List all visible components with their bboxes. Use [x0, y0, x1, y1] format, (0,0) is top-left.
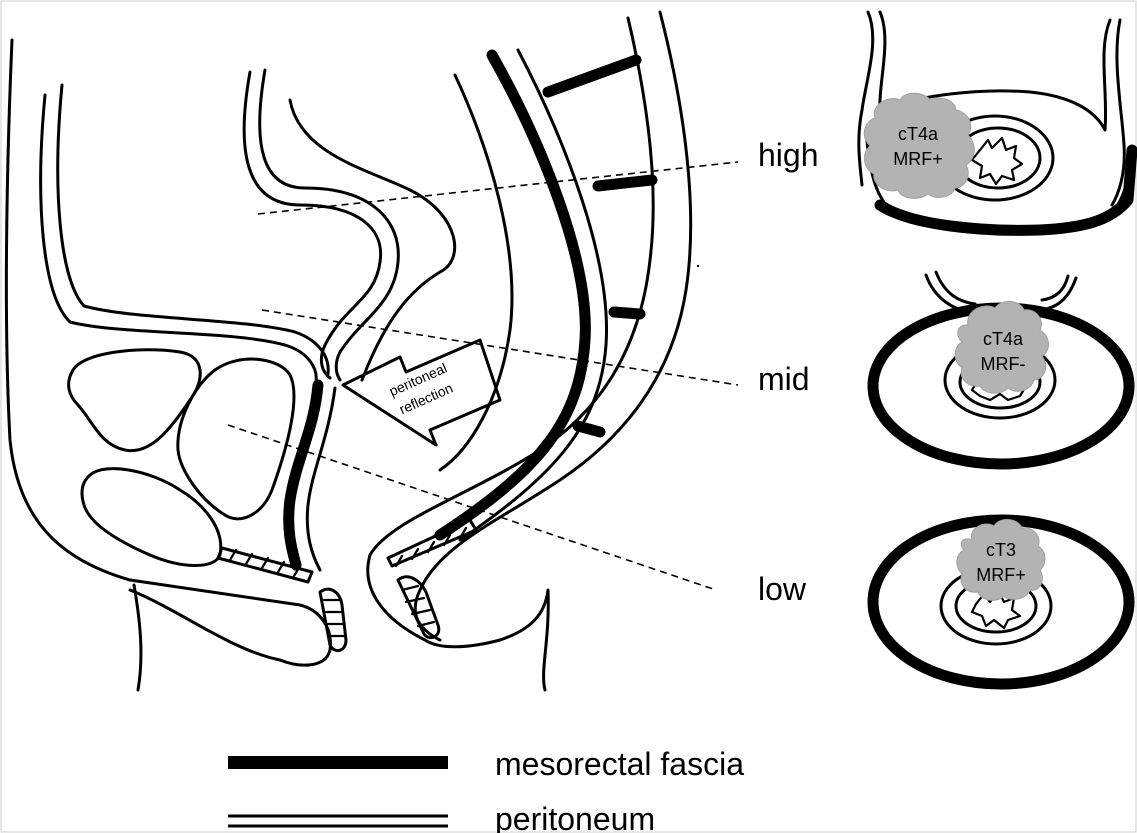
- rectum-outer: [244, 72, 380, 378]
- axial-high-mrf: MRF+: [893, 149, 943, 169]
- axial-mid-mrf: MRF-: [981, 354, 1026, 374]
- axial-mid-peritoneum-right: [1040, 276, 1076, 310]
- axial-high-tumor: [864, 93, 974, 198]
- legend: mesorectal fascia peritoneum: [228, 746, 744, 833]
- axial-high-peritoneum-inner2: [1112, 20, 1124, 205]
- sacrum-outline-inner: [415, 12, 690, 640]
- rectum-inner: [260, 70, 399, 380]
- axial-section-low: cT3 MRF+: [873, 519, 1129, 684]
- axial-section-mid: cT4a MRF-: [873, 272, 1129, 464]
- axial-low-stage: cT3: [986, 540, 1016, 560]
- level-line-high: [258, 162, 738, 214]
- axial-section-high: cT4a MRF+: [859, 12, 1132, 232]
- legend-peritoneum-swatch: [228, 816, 448, 826]
- marker-dot: [697, 265, 699, 267]
- sagittal-view: peritoneal reflection high mid low: [6, 12, 818, 690]
- legend-peritoneum-label: peritoneum: [495, 801, 655, 833]
- level-label-mid: mid: [758, 361, 810, 397]
- axial-high-lumen: [972, 138, 1022, 184]
- buttock-posterior: [425, 590, 548, 690]
- bladder-inner: [58, 85, 328, 374]
- legend-fascia-label: mesorectal fascia: [495, 746, 744, 782]
- legend-fascia-swatch: [228, 756, 448, 769]
- level-label-high: high: [758, 137, 819, 173]
- anal-sphincter-posterior-left: [320, 589, 346, 650]
- bladder-outer: [41, 95, 317, 382]
- axial-high-stage: cT4a: [898, 124, 939, 144]
- leg-outline-left: [134, 585, 141, 690]
- axial-low-mrf: MRF+: [976, 565, 1026, 585]
- rectum-wall: [290, 100, 455, 380]
- axial-mid-stage: cT4a: [983, 329, 1024, 349]
- level-label-low: low: [758, 571, 807, 607]
